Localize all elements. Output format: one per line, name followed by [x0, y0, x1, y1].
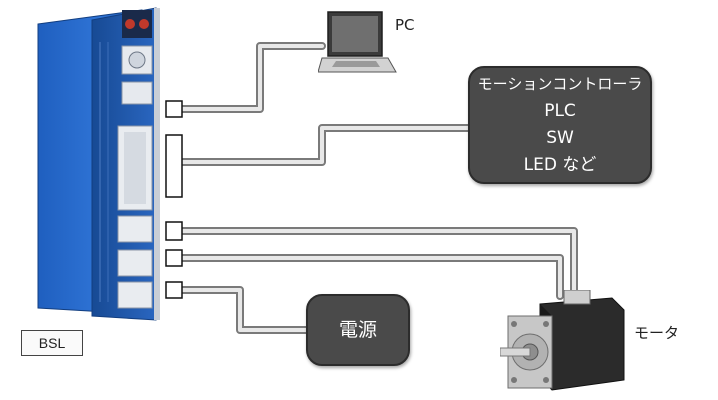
connector-pc: [165, 100, 183, 118]
controller-line-1: モーションコントローラ: [477, 75, 643, 93]
controller-box: モーションコントローラ PLC SW LED など: [468, 66, 652, 184]
connector-motor-2: [165, 249, 183, 267]
pc-label: PC: [395, 16, 415, 34]
connector-motor-1: [165, 221, 183, 241]
controller-line-3: SW: [546, 128, 574, 148]
controller-line-2: PLC: [544, 101, 576, 121]
driver-unit: [37, 7, 160, 321]
power-box: 電源: [306, 294, 410, 366]
controller-line-4: LED など: [523, 155, 597, 175]
connector-controller: [165, 134, 183, 198]
connector-power: [165, 281, 183, 299]
motor-icon: [500, 290, 625, 391]
pc-laptop-icon: [318, 11, 397, 73]
driver-label: BSL: [21, 330, 83, 356]
power-label: 電源: [338, 318, 377, 341]
motor-label: モータ: [634, 324, 680, 342]
